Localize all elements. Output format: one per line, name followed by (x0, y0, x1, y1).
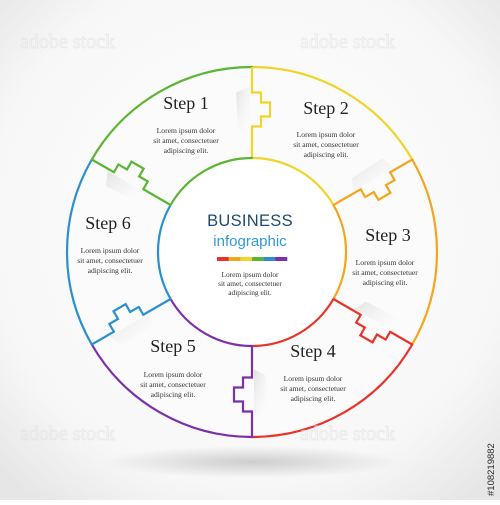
outer-arc-step-5 (65, 158, 93, 346)
step-5-title: Step 5 (150, 336, 196, 356)
spectrum-segment-5 (263, 257, 276, 261)
color-spectrum-bar (217, 257, 288, 261)
outer-arc-step-4 (90, 343, 254, 439)
ground-shadow (102, 446, 402, 478)
step-1-desc-line-3: adipiscing elit. (164, 146, 209, 155)
step-5-desc-line-2: sit amet, consectetuer (140, 380, 206, 389)
divider-tab-1 (250, 67, 272, 158)
spectrum-segment-3 (240, 257, 253, 261)
step-1: Step 1 Lorem ipsum dolor sit amet, conse… (153, 93, 219, 155)
center-desc-line-3: adipiscing elit. (228, 288, 272, 297)
step-4-title: Step 4 (290, 341, 336, 361)
page-curl-2 (351, 158, 395, 192)
step-3-desc-line-2: sit amet, consectetuer (352, 268, 418, 277)
page-curl-4 (254, 369, 268, 418)
center-desc-line-2: sit amet, consectetuer (218, 279, 282, 288)
page-curl-5 (109, 312, 153, 346)
center-label: BUSINESS infographic Lorem ipsum dolor s… (207, 212, 293, 297)
step-5-desc-line-3: adipiscing elit. (151, 390, 196, 399)
outer-ring (65, 65, 439, 439)
segment-dividers (91, 67, 413, 437)
page-curl-1 (236, 86, 250, 135)
inner-arc-step-1 (250, 156, 335, 207)
outer-arc-step-2 (411, 158, 439, 346)
spectrum-segment-2 (228, 257, 241, 261)
step-4-desc-line-1: Lorem ipsum dolor (284, 374, 343, 383)
outer-arc-step-3 (250, 343, 414, 439)
inner-arc-step-4 (169, 297, 254, 348)
step-4-desc-line-2: sit amet, consectetuer (280, 384, 346, 393)
step-2-desc-line-3: adipiscing elit. (304, 150, 349, 159)
stock-image-id: #108219882 (485, 390, 497, 498)
spectrum-segment-4 (252, 257, 264, 261)
divider-tab-3 (332, 298, 413, 346)
center-desc-line-1: Lorem ipsum dolor (221, 270, 279, 279)
step-2-desc-line-1: Lorem ipsum dolor (297, 130, 356, 139)
inner-arc-step-6 (169, 156, 254, 207)
step-6-title: Step 6 (85, 213, 131, 233)
stock-image-id-text: #108219882 (486, 443, 497, 496)
step-3-desc-line-1: Lorem ipsum dolor (356, 258, 415, 267)
step-5-desc-line-1: Lorem ipsum dolor (144, 370, 203, 379)
outer-arc-step-1 (250, 65, 414, 161)
step-6-desc-line-2: sit amet, consectetuer (77, 256, 143, 265)
divider-tab-5 (91, 298, 172, 346)
divider-tab-4 (232, 346, 254, 437)
step-3: Step 3 Lorem ipsum dolor sit amet, conse… (352, 225, 418, 287)
inner-arc-step-5 (156, 203, 172, 301)
step-3-title: Step 3 (365, 225, 411, 245)
outer-arc-step-6 (90, 65, 254, 161)
step-1-title: Step 1 (163, 93, 209, 113)
step-6-desc-line-3: adipiscing elit. (88, 266, 133, 275)
divider-tab-2 (332, 158, 413, 206)
step-1-desc-line-2: sit amet, consectetuer (153, 136, 219, 145)
step-4-desc-line-3: adipiscing elit. (291, 394, 336, 403)
spectrum-segment-6 (275, 257, 288, 261)
step-2-title: Step 2 (303, 98, 349, 118)
step-1-desc-line-1: Lorem ipsum dolor (157, 126, 216, 135)
center-title: BUSINESS (207, 212, 293, 230)
page-curl-3 (354, 301, 399, 334)
step-4: Step 4 Lorem ipsum dolor sit amet, conse… (280, 341, 346, 403)
spectrum-segment-1 (217, 257, 229, 261)
inner-arc-step-3 (250, 297, 335, 348)
step-5: Step 5 Lorem ipsum dolor sit amet, conse… (140, 336, 206, 399)
divider-tab-6 (91, 158, 172, 206)
step-2-desc-line-2: sit amet, consectetuer (293, 140, 359, 149)
center-disc (158, 158, 346, 346)
step-6-desc-line-1: Lorem ipsum dolor (81, 246, 140, 255)
step-2: Step 2 Lorem ipsum dolor sit amet, conse… (293, 98, 359, 159)
center-subtitle: infographic (213, 233, 287, 250)
inner-ring-arcs (156, 156, 348, 348)
inner-arc-step-2 (332, 203, 348, 301)
step-6: Step 6 Lorem ipsum dolor sit amet, conse… (77, 213, 143, 275)
page-curl-6 (105, 170, 150, 203)
page-curl-shadows (105, 86, 399, 418)
step-3-desc-line-3: adipiscing elit. (363, 278, 408, 287)
